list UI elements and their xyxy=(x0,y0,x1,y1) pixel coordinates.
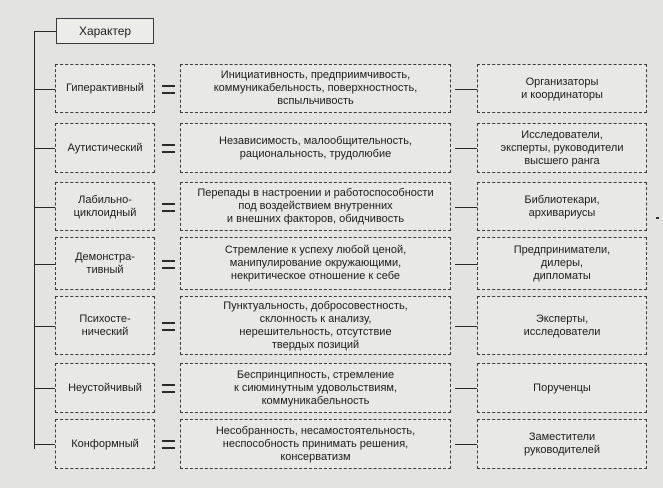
traits-box: Беспринципность, стремление к сиюминутны… xyxy=(180,363,451,413)
connector-arrow xyxy=(455,444,477,445)
traits-box: Перепады в настроении и работоспособност… xyxy=(180,182,451,231)
type-box: Гиперактивный xyxy=(55,64,155,113)
traits-box: Независимость, малообщительность, рацион… xyxy=(180,123,451,173)
root-box: Характер xyxy=(56,18,154,44)
equals-sign xyxy=(162,203,175,212)
connector-arrow xyxy=(455,89,477,90)
equals-sign xyxy=(162,85,175,94)
connector-tick xyxy=(34,148,55,149)
type-box: Демонстра- тивный xyxy=(55,237,155,290)
connector-spine xyxy=(34,31,35,449)
traits-box: Инициативность, предприимчивость, коммун… xyxy=(180,64,451,113)
equals-sign xyxy=(162,440,175,449)
connector-tick xyxy=(34,89,55,90)
professions-box: Организаторы и координаторы xyxy=(477,64,647,113)
traits-box: Стремление к успеху любой ценой, манипул… xyxy=(180,237,451,290)
type-box: Конформный xyxy=(55,419,155,469)
connector-tick xyxy=(34,388,55,389)
professions-box: Исследователи, эксперты, руководители вы… xyxy=(477,123,647,173)
professions-box: Предприниматели, дилеры, дипломаты xyxy=(477,237,647,290)
professions-box: Эксперты, исследователи xyxy=(477,296,647,355)
equals-sign xyxy=(162,260,175,269)
connector-tick xyxy=(34,207,55,208)
connector-tick xyxy=(34,264,55,265)
connector-tick xyxy=(34,444,55,445)
equals-sign xyxy=(162,322,175,331)
type-box: Аутистический xyxy=(55,123,155,173)
connector-root xyxy=(34,31,56,32)
stray-dot xyxy=(656,217,659,219)
connector-tick xyxy=(34,326,55,327)
connector-arrow xyxy=(455,388,477,389)
traits-box: Несобранность, несамостоятельность, несп… xyxy=(180,419,451,469)
type-box: Неустойчивый xyxy=(55,363,155,413)
connector-arrow xyxy=(455,148,477,149)
equals-sign xyxy=(162,384,175,393)
connector-arrow xyxy=(455,326,477,327)
professions-box: Библиотекари, архивариусы xyxy=(477,182,647,231)
traits-box: Пунктуальность, добросовестность, склонн… xyxy=(180,296,451,355)
type-box: Психосте- нический xyxy=(55,296,155,355)
type-box: Лабильно- циклоидный xyxy=(55,182,155,231)
professions-box: Порученцы xyxy=(477,363,647,413)
connector-arrow xyxy=(455,207,477,208)
equals-sign xyxy=(162,144,175,153)
professions-box: Заместители руководителей xyxy=(477,419,647,469)
connector-arrow xyxy=(455,264,477,265)
